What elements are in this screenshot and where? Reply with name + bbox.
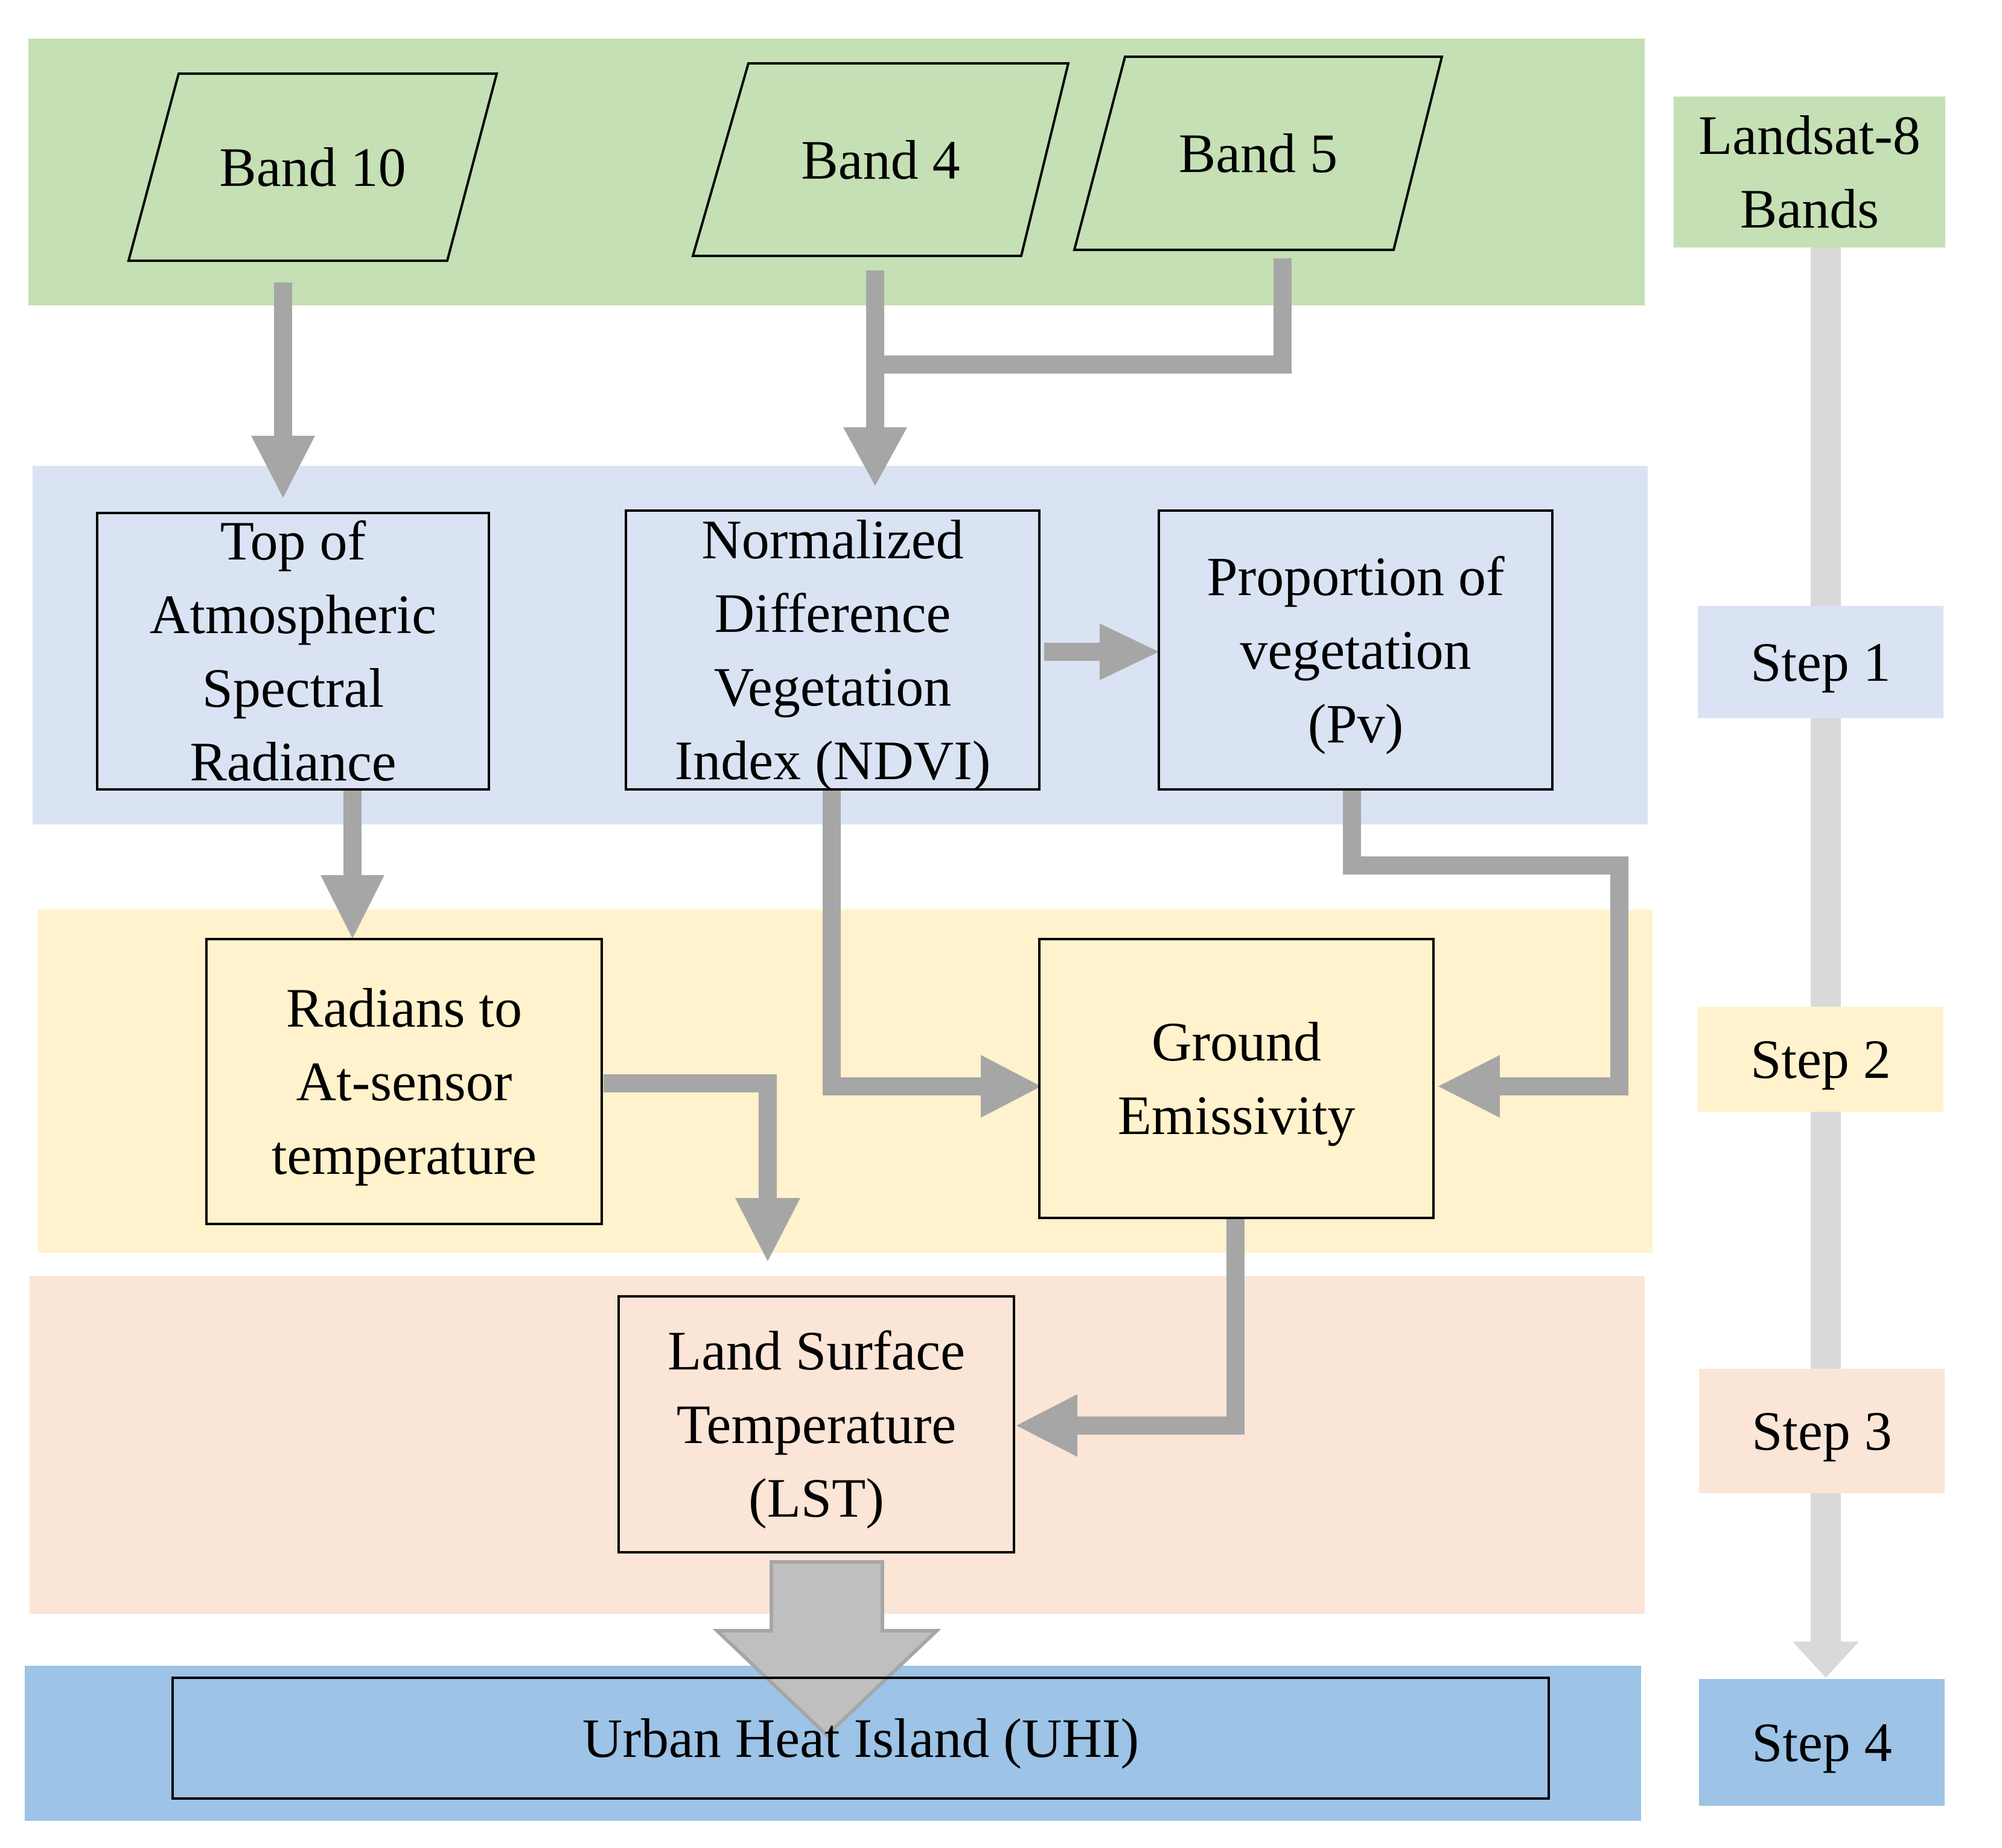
bt-line-1: Radians to [286,977,522,1039]
connector-band5-join [875,258,1292,374]
timeline-step4: Step 4 [1699,1679,1945,1806]
band10-parallelogram [127,72,499,262]
toa-radiance-box: Top of Atmospheric Spectral Radiance [96,510,490,792]
timeline-bands-line-1: Landsat-8 [1698,104,1921,166]
bt-line-2: At-sensor [296,1051,512,1112]
timeline-step3: Step 3 [1699,1369,1945,1493]
arrowhead-lst-top [735,1198,800,1261]
arrow-ndvi-to-emissivity [823,789,990,1095]
uhi-box: Urban Heat Island (UHI) [171,1677,1550,1800]
at-sensor-temperature-box: Radians to At-sensor temperature [205,938,603,1225]
arrowhead-pv [1100,623,1159,680]
toa-line-3: Spectral [202,657,384,719]
ndvi-box: Normalized Difference Vegetation Index (… [625,509,1041,791]
lst-line-2: Temperature [676,1394,957,1455]
band4-label: Band 4 [801,129,960,191]
timeline-step1: Step 1 [1698,606,1943,718]
arrow-emissivity-to-lst [1074,1219,1245,1435]
timeline-bands-line-2: Bands [1740,178,1879,240]
timeline-landsat-bands: Landsat-8 Bands [1674,97,1945,247]
band4-parallelogram [691,62,1070,257]
ground-emissivity-box: Ground Emissivity [1038,938,1435,1219]
band5-label: Band 5 [1178,123,1338,184]
ndvi-line-2: Difference [714,582,951,644]
lst-line-3: (LST) [748,1467,884,1529]
ndvi-line-4: Index (NDVI) [674,730,991,791]
emissivity-line-1: Ground [1151,1011,1322,1072]
big-arrow-lst-to-uhi [712,1560,942,1738]
arrow-bt-to-lst [604,1074,777,1200]
lst-box: Land Surface Temperature (LST) [617,1295,1015,1553]
arrowhead-lst-right [1016,1394,1077,1457]
toa-line-2: Atmospheric [149,584,437,645]
arrowhead-emissivity-right [1438,1055,1500,1118]
pv-line-3: (Pv) [1307,693,1404,754]
pv-line-2: vegetation [1240,619,1471,681]
timeline-arrowhead [1793,1642,1859,1678]
arrowhead-toa [251,436,315,498]
pv-box: Proportion of vegetation (Pv) [1158,509,1554,791]
timeline-step2: Step 2 [1698,1007,1943,1112]
arrowhead-bt [320,875,384,938]
uhi-label: Urban Heat Island (UHI) [582,1707,1140,1769]
band5-parallelogram [1073,56,1444,251]
band10-label: Band 10 [219,136,406,198]
arrowhead-ndvi [843,427,907,486]
ndvi-line-1: Normalized [701,509,964,570]
arrow-pv-to-emissivity [1343,789,1628,1095]
toa-line-1: Top of [220,510,366,572]
lst-line-1: Land Surface [668,1320,965,1381]
arrowhead-emissivity-left [981,1055,1041,1118]
bt-line-3: temperature [271,1124,537,1186]
ndvi-line-3: Vegetation [713,656,952,718]
emissivity-line-2: Emissivity [1117,1085,1356,1146]
toa-line-4: Radiance [190,731,397,792]
pv-line-1: Proportion of [1207,546,1505,607]
